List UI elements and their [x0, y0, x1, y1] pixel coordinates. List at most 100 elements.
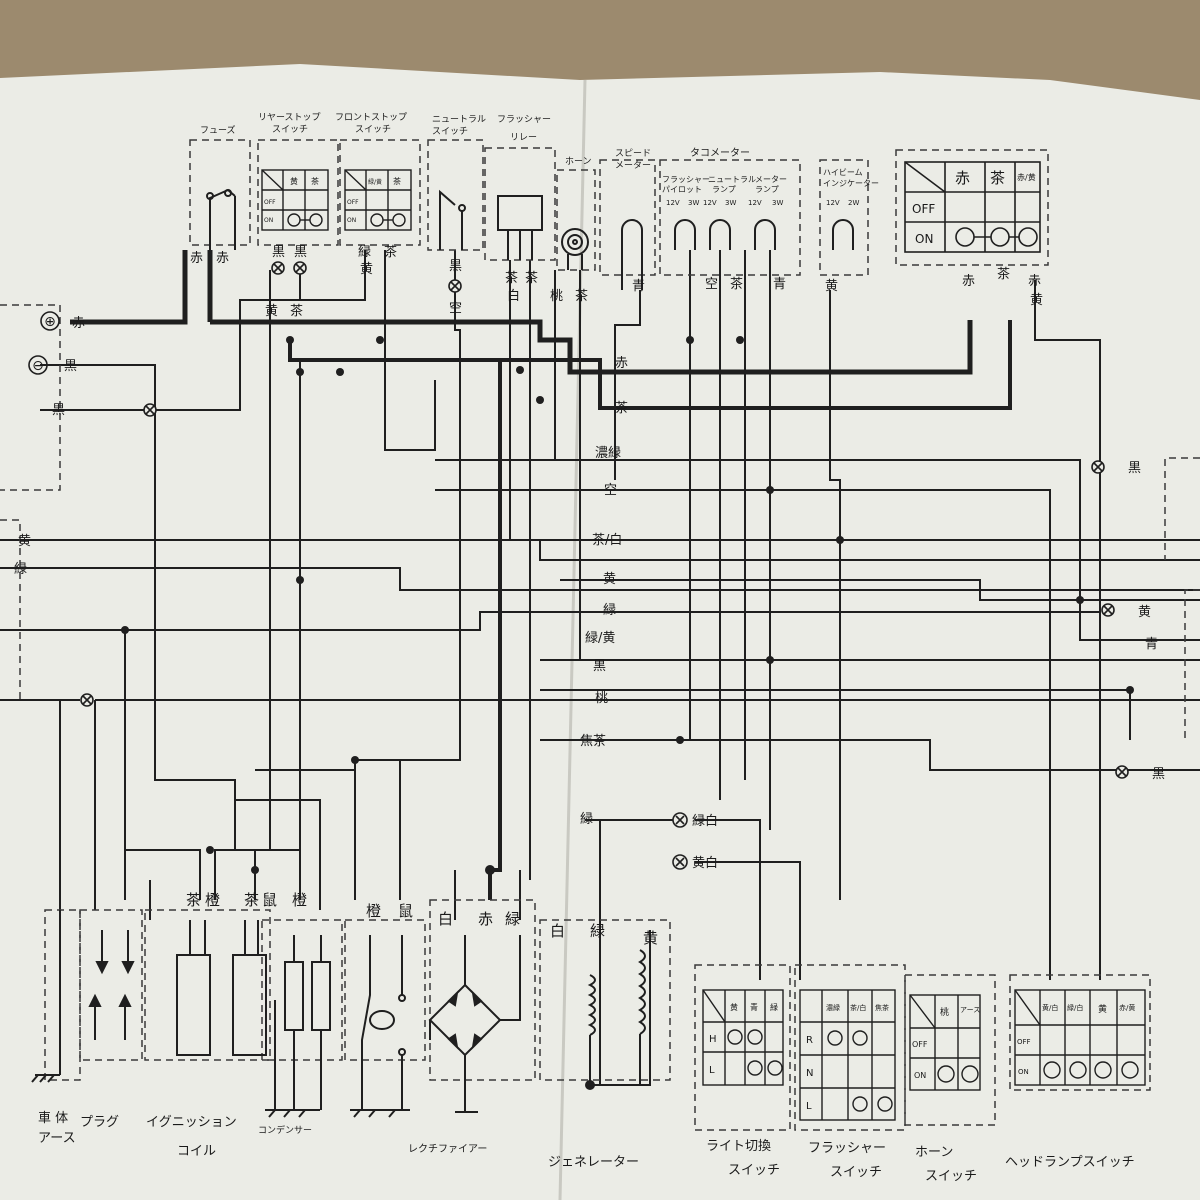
headlamp-switch-col: 赤/黄 [1119, 1003, 1135, 1012]
wire-label: 茶 [290, 303, 303, 319]
junction-dot [121, 626, 129, 634]
wire-label: 茶 [505, 270, 518, 286]
lamp-icon [674, 219, 696, 250]
label-tachometer: タコメーター [690, 147, 750, 159]
rear-stop-row: OFF [264, 199, 276, 206]
horn-switch-col: アース [960, 1006, 980, 1014]
highbeam-box [819, 159, 869, 276]
connector-icon [80, 693, 94, 707]
wire-label: 黄 [1030, 293, 1043, 308]
light-switch-row: L [709, 1065, 715, 1076]
wires [0, 250, 1200, 1086]
wire-label: 茶 [244, 891, 259, 909]
label-flasher-relay-1: フラッシャー [497, 114, 551, 125]
junction-dot [766, 656, 774, 664]
lamp-icon [754, 219, 776, 250]
rating: 3W [725, 199, 736, 207]
wire-label: 橙 [292, 891, 307, 909]
battery-minus-icon [28, 355, 48, 375]
left-wire-labels: 赤 黒 黒 黄 緑 [14, 316, 85, 577]
bus-label: 緑 [603, 603, 616, 618]
connector-icon [1091, 460, 1105, 474]
wire-label: 青 [1145, 637, 1158, 652]
flasher-switch-row: R [806, 1035, 813, 1046]
main-switch-col: 赤 [955, 169, 970, 187]
wire-label: 空 [449, 301, 462, 316]
rear-stop-switch-table [261, 169, 329, 231]
bottom-wire-labels: 茶 橙 茶 鼠 橙 橙 鼠 白 赤 緑 白 緑 黄 [186, 891, 658, 947]
connector-icon [672, 854, 688, 870]
label-light-switch-1: ライト切換 [706, 1139, 771, 1154]
ignition-coil-box [144, 909, 271, 1061]
label-ground-2: アース [38, 1131, 76, 1146]
junction-dots [121, 336, 1134, 1090]
label-neutral-1: ニュートラル [432, 114, 486, 125]
bus-label: 桃 [595, 691, 608, 706]
bus-label: 赤 [615, 356, 628, 371]
wire-label: 緑 [505, 910, 520, 928]
battery-box [0, 304, 61, 700]
switch-table-text: 黄 茶 OFF ON 緑/黄 茶 OFF ON 赤 茶 赤/黄 OFF ON 黄… [264, 169, 1135, 1112]
headlamp-switch-table [1014, 989, 1146, 1086]
connector-icon [1115, 765, 1129, 779]
headlamp-switch-box [1009, 974, 1151, 1091]
rating: 12V [666, 199, 680, 207]
headlamp-switch-col: 緑/白 [1067, 1003, 1083, 1012]
wire-label: 黄 [1138, 605, 1151, 620]
wire-label: 白 [438, 910, 453, 928]
label-condenser: コンデンサー [258, 1124, 312, 1136]
wire-label: 緑 [14, 562, 27, 577]
right-box [1164, 457, 1200, 740]
rear-stop-col: 茶 [311, 176, 319, 186]
fuse-box [189, 139, 251, 246]
rating: 12V [826, 199, 840, 207]
junction-dot [536, 396, 544, 404]
flasher-switch-row: L [806, 1101, 812, 1112]
rectifier-box [429, 899, 536, 1081]
label-neutral-lamp-2: ランプ [712, 185, 736, 194]
connectors [80, 261, 1129, 870]
label-highbeam-1: ハイビーム [823, 168, 863, 177]
rear-stop-row: ON [264, 217, 273, 224]
horn-box [556, 169, 596, 271]
bus-labels: 赤 茶 濃緑 空 茶/白 黄 緑 緑/黄 黒 桃 焦茶 緑 緑白 黄白 [580, 356, 718, 871]
battery-plus: ⊕ [44, 314, 56, 330]
headlamp-switch-row: OFF [1017, 1038, 1031, 1046]
wire-label: 橙 [205, 891, 220, 909]
condenser-icons [284, 935, 331, 1110]
wire-red-bus [210, 319, 973, 375]
condenser-box [261, 919, 343, 1061]
label-headlamp-switch: ヘッドランプスイッチ [1005, 1155, 1135, 1170]
main-switch-row: OFF [912, 202, 935, 216]
junction-dot [351, 756, 359, 764]
wire-label: 白 [550, 922, 565, 940]
wire-main-red [70, 250, 188, 325]
horn-switch-row: ON [914, 1071, 926, 1080]
wire-label: 茶 [525, 270, 538, 286]
label-light-switch-2: スイッチ [728, 1163, 780, 1178]
fuse-icon [206, 188, 236, 250]
rating: 3W [772, 199, 783, 207]
front-stop-switch-table [344, 169, 412, 231]
junction-dot [296, 576, 304, 584]
bus-label: 緑 [580, 812, 593, 827]
wire-label: 赤 [962, 274, 975, 289]
wire-label: 赤 [190, 251, 203, 266]
top-wire-labels: 赤 赤 黒 黒 黄 茶 緑 茶 黄 黒 空 茶 茶 白 桃 茶 青 空 茶 青 … [190, 244, 1043, 319]
top-labels: フューズ リヤーストップ スイッチ フロントストップ スイッチ ニュートラル ス… [200, 112, 879, 207]
wire-label: 赤 [478, 910, 493, 928]
label-flasher-pilot-2: パイロット [662, 185, 702, 194]
contact-breaker-box [344, 919, 426, 1061]
bus-label: 焦茶 [580, 733, 606, 749]
label-neutral-lamp-1: ニュートラル [708, 175, 756, 184]
bus-label: 空 [604, 483, 617, 498]
rating: 3W [688, 199, 699, 207]
headlamp-switch-col: 黄 [1098, 1003, 1107, 1015]
horn-icon [561, 228, 589, 270]
junction-dot [1076, 596, 1084, 604]
junction-dot [376, 336, 384, 344]
wire-label: 青 [773, 277, 786, 292]
flasher-relay-icon [497, 195, 543, 260]
flasher-switch-col: 焦茶 [875, 1003, 889, 1012]
wire-label: 茶 [997, 266, 1010, 282]
